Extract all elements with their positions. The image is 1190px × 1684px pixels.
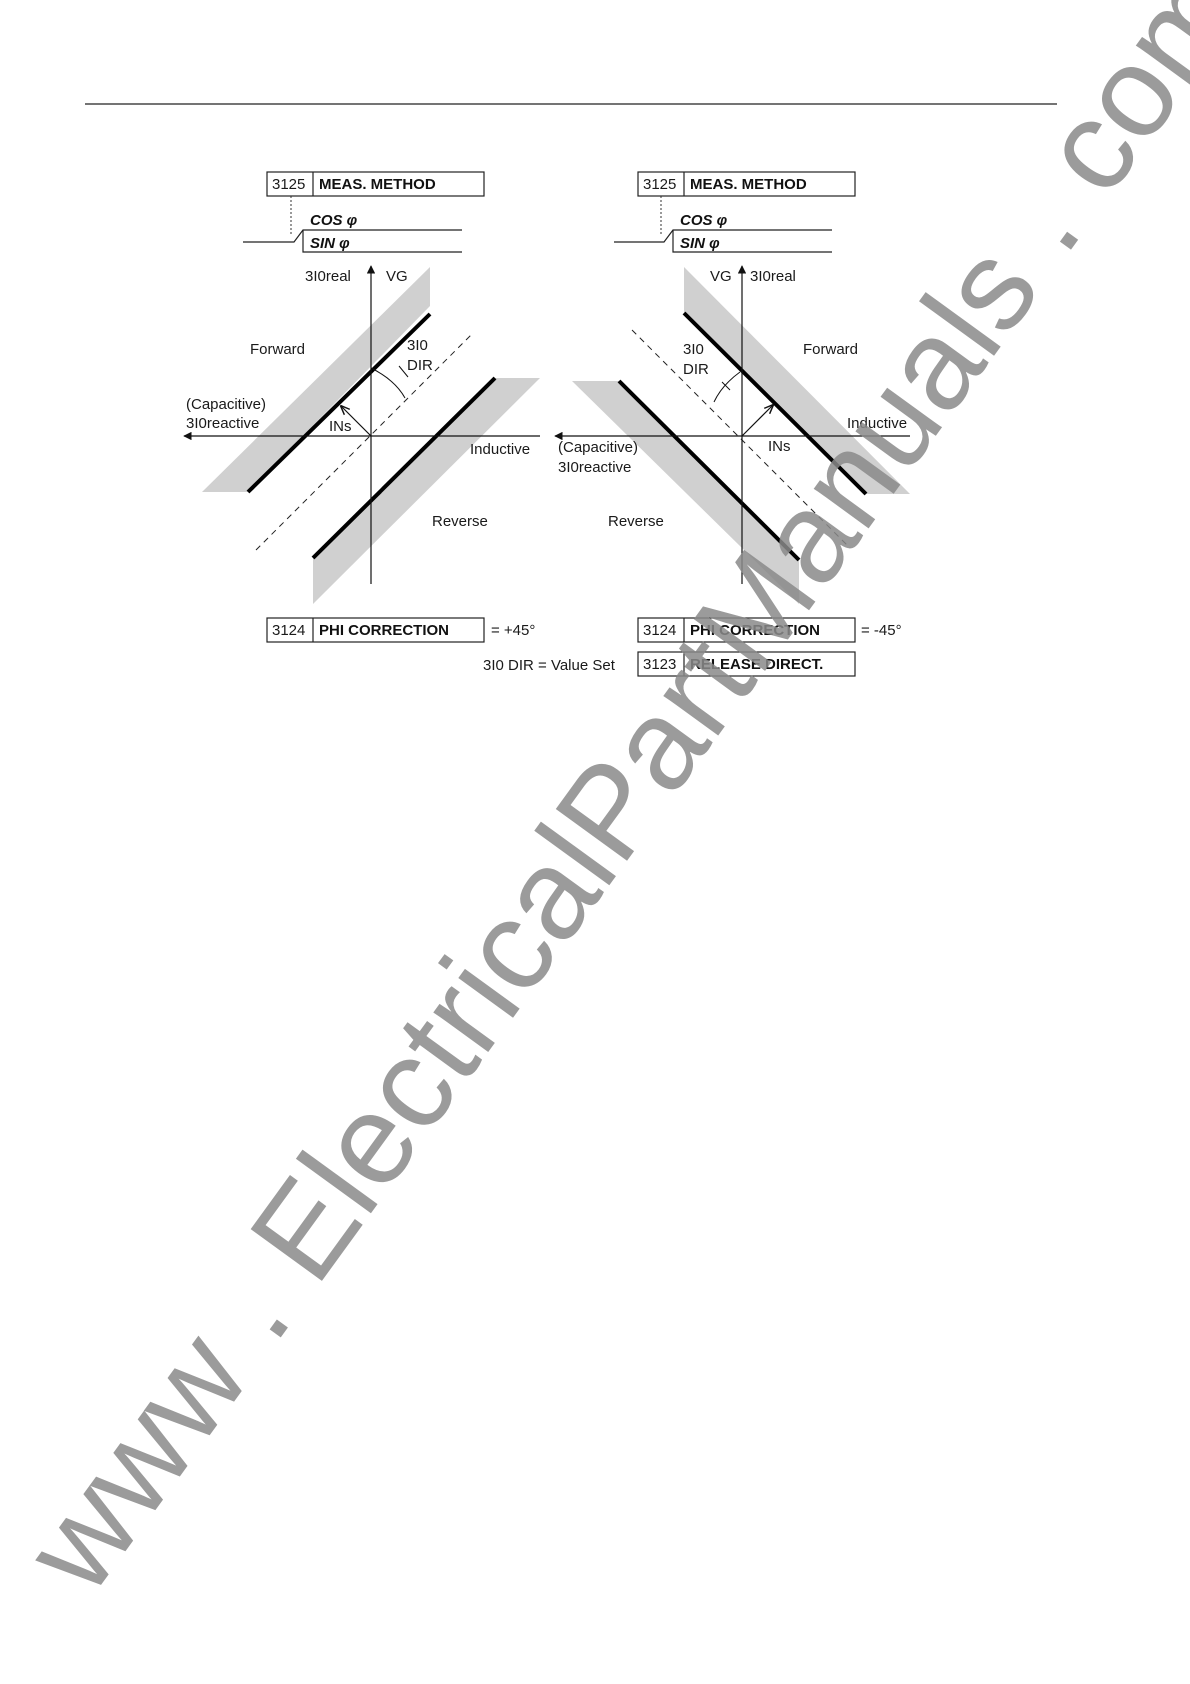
right-release-direct-box: 3123 RELEASE DIRECT. [637, 651, 856, 677]
left-inductive-label: Inductive [470, 441, 530, 458]
right-meas-method-name: MEAS. METHOD [690, 176, 807, 193]
left-meas-method-number: 3125 [272, 176, 305, 193]
right-ins-vector [741, 405, 773, 437]
left-reactive-label: 3I0reactive [186, 415, 259, 432]
right-axis-y-label-1: VG [710, 268, 732, 285]
right-reverse-label: Reverse [608, 513, 664, 530]
left-ins-label: INs [329, 418, 352, 435]
dir-value-set-label: 3I0 DIR = Value Set [483, 657, 616, 674]
right-reverse-boundary [617, 379, 801, 562]
left-forward-band [202, 267, 430, 492]
left-ins-vector [341, 406, 372, 437]
left-diagram: 3125 MEAS. METHOD COS φ SIN φ 3I0real VG [183, 171, 540, 643]
right-forward-label: Forward [803, 341, 858, 358]
left-dir-arc [370, 367, 406, 399]
left-dir-dashed-line [255, 333, 473, 551]
left-capacitive-label: (Capacitive) [186, 396, 266, 413]
right-option-sin: SIN φ [680, 235, 720, 252]
right-dir-label-2: DIR [683, 361, 709, 378]
left-reverse-boundary [311, 376, 497, 560]
left-meas-method-box: 3125 MEAS. METHOD [266, 171, 485, 197]
right-ins-label: INs [768, 438, 791, 455]
right-forward-band [684, 267, 910, 494]
left-dir-tick [398, 365, 409, 378]
right-dir-arc [713, 371, 741, 403]
right-release-number: 3123 [643, 656, 676, 673]
right-meas-method-number: 3125 [643, 176, 676, 193]
left-reverse-band [313, 378, 540, 604]
right-capacitive-label: (Capacitive) [558, 439, 638, 456]
watermark: www . ElectricalPartManuals . com [0, 0, 1190, 1617]
right-options: COS φ SIN φ [614, 212, 832, 253]
right-inductive-label: Inductive [847, 415, 907, 432]
left-meas-method-name: MEAS. METHOD [319, 176, 436, 193]
left-forward-boundary [246, 312, 432, 494]
right-phi-value: = -45° [861, 622, 902, 639]
right-axis-y-label-2: 3I0real [750, 268, 796, 285]
right-option-cos: COS φ [680, 212, 728, 229]
left-option-cos: COS φ [310, 212, 358, 229]
right-diagram: 3125 MEAS. METHOD COS φ SIN φ VG 3I0real… [554, 171, 910, 677]
left-axis-y-label-1: 3I0real [305, 268, 351, 285]
left-phi-name: PHI CORRECTION [319, 622, 449, 639]
right-reactive-label: 3I0reactive [558, 459, 631, 476]
right-dir-dashed-line [631, 329, 851, 549]
right-dir-tick [721, 381, 731, 391]
right-release-name: RELEASE DIRECT. [690, 656, 823, 673]
left-phi-correction-box: 3124 PHI CORRECTION [266, 617, 485, 643]
left-phi-value: = +45° [491, 622, 535, 639]
right-phi-name: PHI CORRECTION [690, 622, 820, 639]
right-phi-correction-box: 3124 PHI CORRECTION [637, 617, 856, 643]
right-meas-method-box: 3125 MEAS. METHOD [637, 171, 856, 197]
right-dir-label-1: 3I0 [683, 341, 704, 358]
left-dir-label-2: DIR [407, 357, 433, 374]
left-dir-label-1: 3I0 [407, 337, 428, 354]
left-forward-label: Forward [250, 341, 305, 358]
right-phi-number: 3124 [643, 622, 676, 639]
left-axis-y-label-2: VG [386, 268, 408, 285]
left-phi-number: 3124 [272, 622, 305, 639]
left-reverse-label: Reverse [432, 513, 488, 530]
left-options: COS φ SIN φ [243, 212, 462, 253]
left-option-sin: SIN φ [310, 235, 350, 252]
